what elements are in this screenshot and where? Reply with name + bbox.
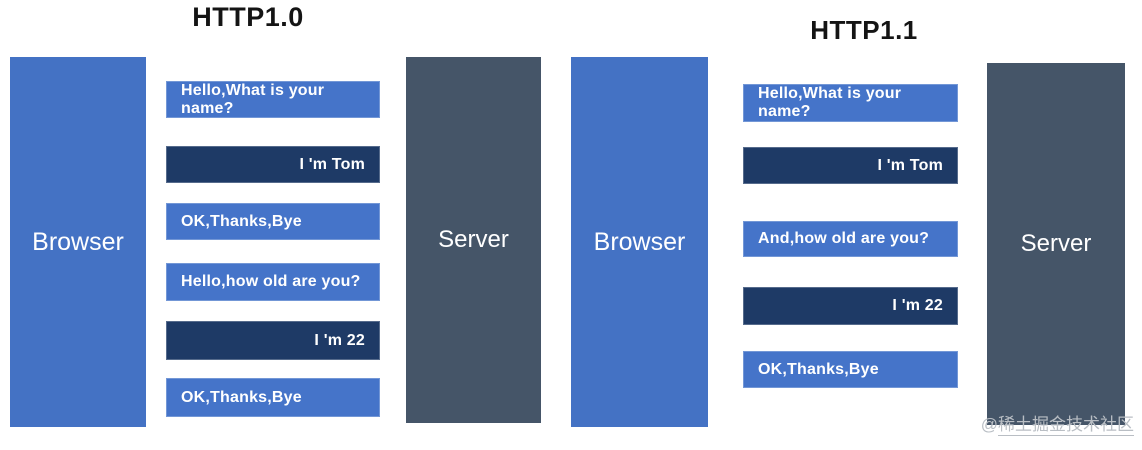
message-text: Hello,how old are you?	[181, 273, 361, 290]
message-bubble: I 'm Tom	[166, 146, 380, 183]
message-bubble: I 'm 22	[166, 321, 380, 360]
message-text: OK,Thanks,Bye	[758, 360, 879, 378]
message-text: And,how old are you?	[758, 230, 930, 247]
browser-label: Browser	[32, 227, 124, 256]
message-bubble: OK,Thanks,Bye	[743, 351, 958, 388]
message-bubble: Hello,What is your name?	[743, 84, 958, 122]
message-bubble: OK,Thanks,Bye	[166, 378, 380, 417]
message-bubble: Hello,how old are you?	[166, 263, 380, 301]
message-text: I 'm Tom	[877, 156, 943, 174]
message-text: Hello,What is your name?	[181, 81, 325, 117]
watermark: @稀土掘金技术社区	[980, 410, 1134, 436]
message-text: I 'm 22	[314, 331, 365, 349]
message-bubble: Hello,What is your name?	[166, 81, 380, 118]
message-bubble: OK,Thanks,Bye	[166, 203, 380, 240]
message-text: Hello,What is your name?	[758, 85, 902, 120]
message-bubble: And,how old are you?	[743, 221, 958, 257]
message-text: OK,Thanks,Bye	[181, 388, 302, 406]
message-bubble: I 'm Tom	[743, 147, 958, 184]
watermark-at-sign: @	[980, 415, 998, 434]
watermark-community-name: 稀土掘金技术社区	[998, 415, 1134, 436]
browser-column-http11: Browser	[571, 57, 708, 427]
server-label: Server	[1020, 230, 1092, 257]
message-text: OK,Thanks,Bye	[181, 212, 302, 230]
diagram-title-http11: HTTP1.1	[810, 15, 918, 45]
message-text: I 'm 22	[892, 297, 943, 314]
server-column-http11: Server	[987, 63, 1125, 425]
browser-column-http10: Browser	[10, 57, 146, 427]
diagram-title-http10: HTTP1.0	[192, 2, 304, 32]
message-bubble: I 'm 22	[743, 287, 958, 325]
server-label: Server	[438, 226, 509, 253]
browser-label: Browser	[593, 227, 686, 256]
server-column-http10: Server	[406, 57, 541, 423]
message-text: I 'm Tom	[299, 155, 365, 173]
